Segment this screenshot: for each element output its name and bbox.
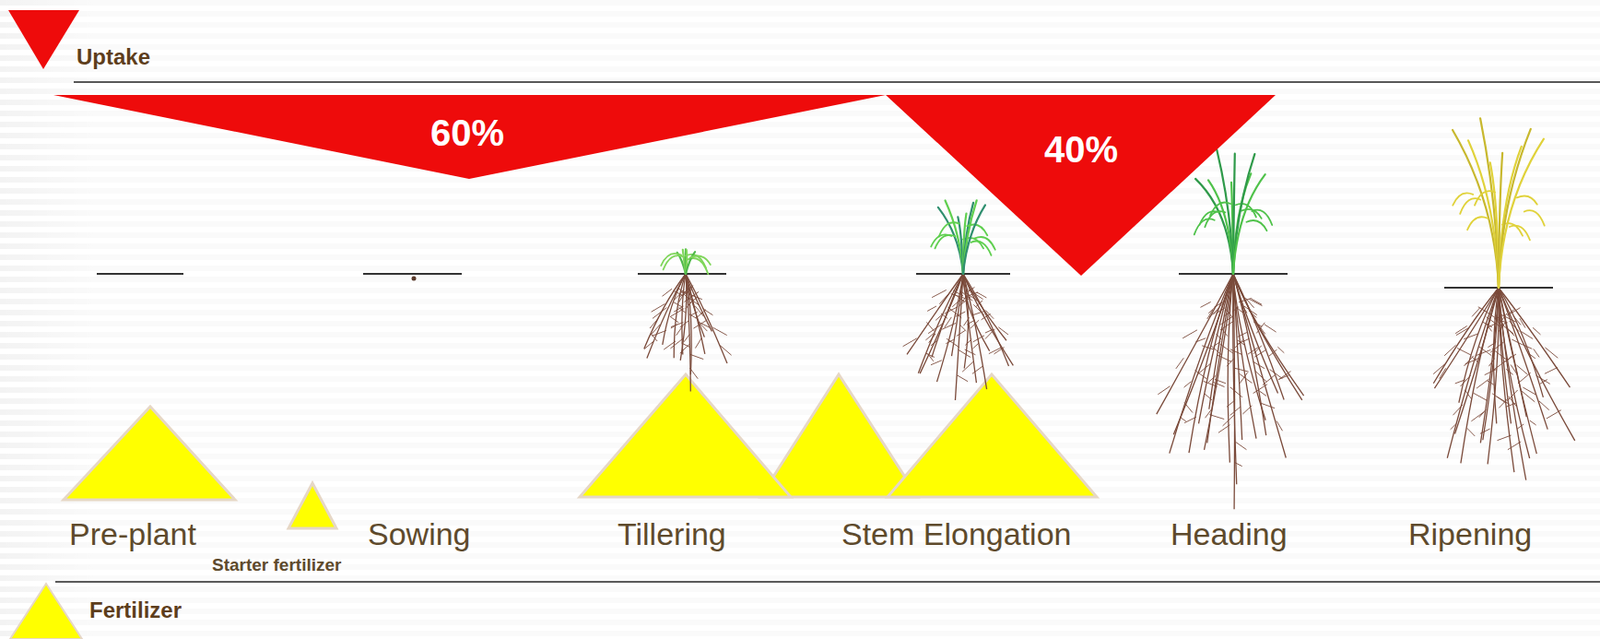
stage-label: Tillering bbox=[617, 516, 727, 553]
uptake-triangle: 60% bbox=[53, 94, 886, 179]
stage-label: Sowing bbox=[367, 516, 471, 553]
uptake-percent: 60% bbox=[430, 112, 505, 154]
uptake-triangle: 40% bbox=[885, 94, 1276, 276]
stage-label: Heading bbox=[1170, 516, 1288, 553]
stage-label: Stem Elongation bbox=[841, 516, 1072, 553]
triangle-shape bbox=[885, 94, 1276, 276]
uptake-percent: 40% bbox=[1044, 129, 1118, 171]
legend-triangle bbox=[8, 10, 80, 70]
legend-label: Fertilizer bbox=[89, 597, 182, 624]
legend-triangle bbox=[10, 583, 83, 639]
stage-label: Ripening bbox=[1408, 516, 1532, 553]
stage-label: Pre-plant bbox=[69, 516, 197, 553]
note-label: Starter fertilizer bbox=[211, 554, 342, 576]
legend-label: Uptake bbox=[76, 44, 151, 71]
